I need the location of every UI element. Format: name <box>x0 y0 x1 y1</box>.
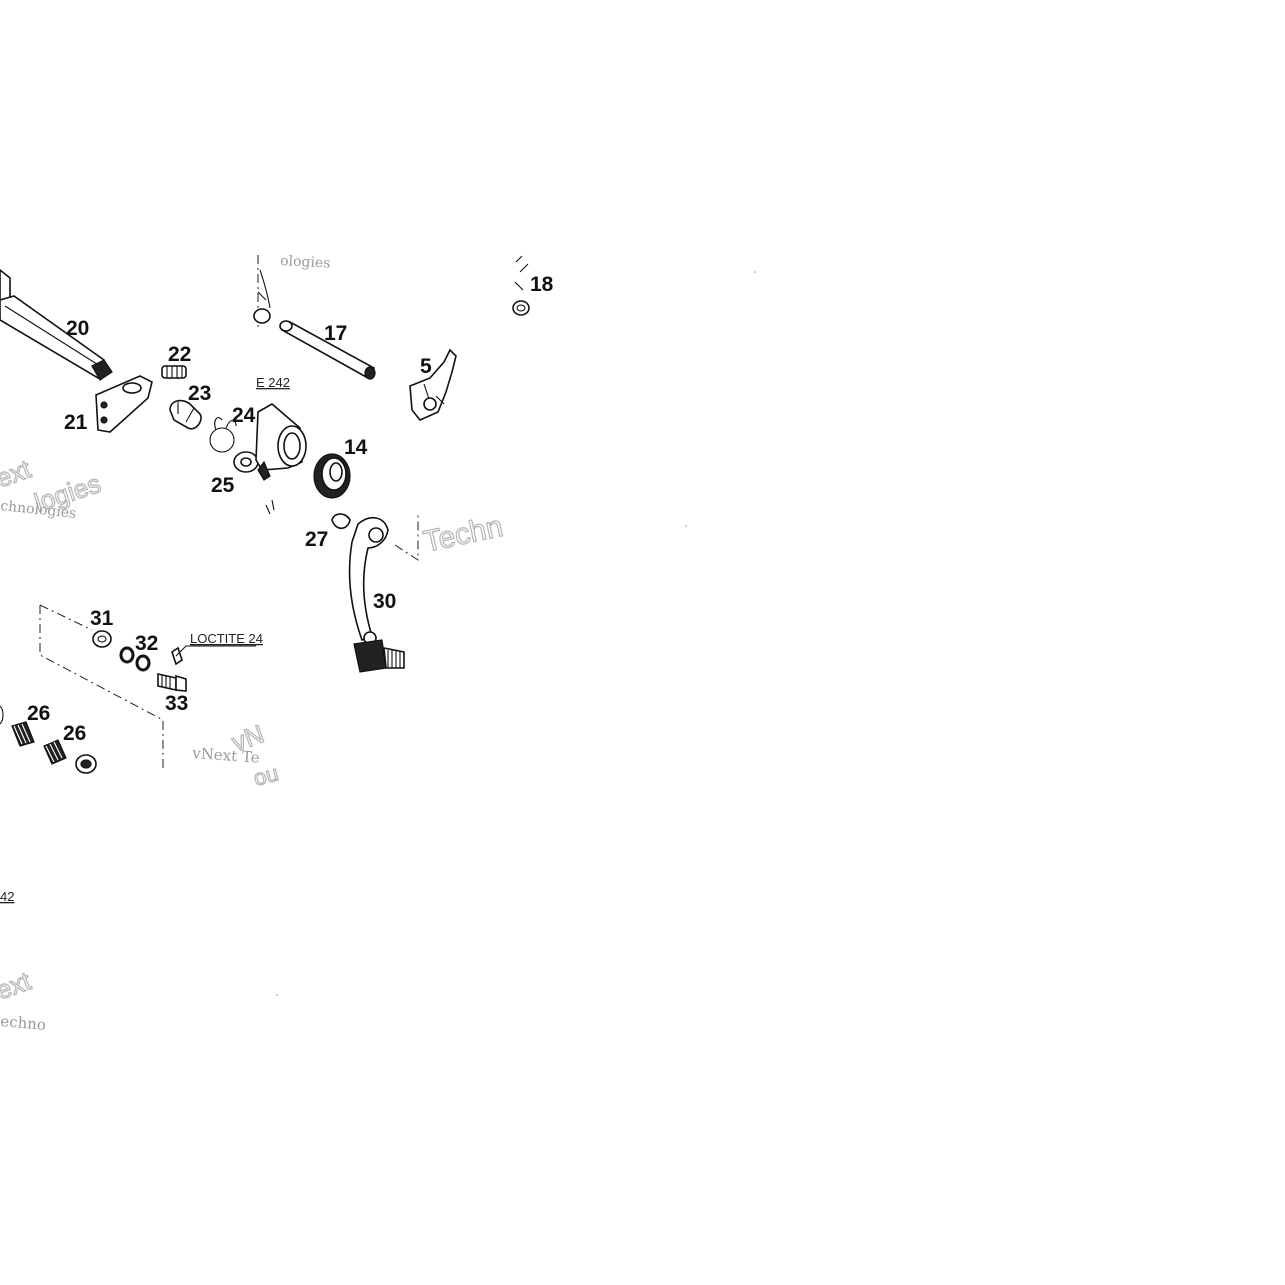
loctite-note-mid: E 242 <box>256 375 290 390</box>
o-rings-part <box>119 646 151 672</box>
watermark-ext-2: ext <box>0 965 35 1005</box>
clip-part <box>169 399 202 430</box>
washer-part-31 <box>92 630 112 648</box>
shift-shaft-part <box>0 268 113 381</box>
callout-14: 14 <box>344 436 368 459</box>
bolt-part <box>157 646 187 692</box>
callout-17: 17 <box>324 322 347 345</box>
callout-26b: 26 <box>63 722 86 745</box>
loctite-leader-lower <box>175 645 256 657</box>
spring-part <box>161 364 187 380</box>
watermark-techn: Techn <box>421 510 506 559</box>
callout-26a: 26 <box>27 702 50 725</box>
watermark-chnologies: chnologies <box>0 498 77 522</box>
watermark-echno: echno <box>0 1012 47 1034</box>
callout-30: 30 <box>373 590 396 613</box>
shift-plate-part <box>95 375 153 433</box>
callout-33: 33 <box>165 692 188 715</box>
assembly-boundary-right <box>394 515 419 561</box>
watermark-ou: ou <box>251 760 281 790</box>
washer-part-25 <box>233 451 259 473</box>
needle-bearing-part-2 <box>43 739 67 765</box>
callout-32: 32 <box>135 632 158 655</box>
return-spring-part <box>209 417 237 453</box>
shift-pedal-part <box>348 517 405 673</box>
left-edge-fragment <box>0 705 4 725</box>
scan-speck <box>754 271 756 273</box>
callout-21: 21 <box>64 411 88 434</box>
shift-rod-part <box>279 320 376 380</box>
circlip-part-18 <box>512 255 530 316</box>
callout-31: 31 <box>90 607 114 630</box>
callout-25: 25 <box>211 474 235 497</box>
callout-24: 24 <box>232 404 256 427</box>
callout-23: 23 <box>188 382 211 405</box>
loctite-note-left: 42 <box>0 889 14 904</box>
top-fragment-part <box>253 269 271 324</box>
ring-part-27 <box>265 499 351 530</box>
watermark-ologies: ologies <box>280 253 331 272</box>
scan-speck <box>685 525 687 527</box>
callout-20: 20 <box>66 317 89 340</box>
seal-ring-part <box>313 453 351 499</box>
assembly-boundary-lower <box>39 604 164 770</box>
callout-5: 5 <box>420 355 432 378</box>
scan-speck <box>276 994 278 996</box>
shift-lever-housing-part <box>255 403 307 481</box>
needle-bearing-part-1 <box>11 721 35 747</box>
shift-fork-part <box>409 348 457 421</box>
loctite-note-lower: LOCTITE 24 <box>190 631 263 646</box>
watermark-ext-1: ext <box>0 453 35 493</box>
callout-18: 18 <box>530 273 554 296</box>
callout-22: 22 <box>168 343 191 366</box>
callout-27: 27 <box>305 528 328 551</box>
bearing-ring-part <box>75 754 97 774</box>
watermark-vnext-te: vNext Te <box>191 744 261 767</box>
